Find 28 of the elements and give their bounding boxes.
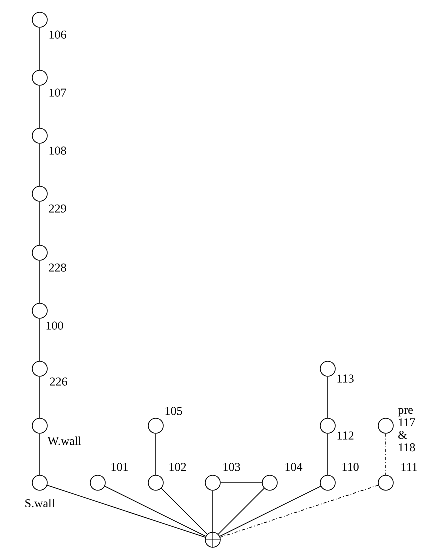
crossed-circle <box>204 532 222 548</box>
connector-line <box>161 488 208 535</box>
node-label: S.wall <box>26 499 55 508</box>
node-label: 105 <box>166 407 182 416</box>
node-label: 103 <box>224 463 240 472</box>
connector-line <box>220 486 322 537</box>
connector-line <box>220 485 379 538</box>
node-label: 100 <box>46 322 64 330</box>
node-label: 107 <box>50 88 66 97</box>
connector-line <box>212 490 214 532</box>
node-label: 228 <box>49 264 66 272</box>
node-label: pre 117 & 118 <box>398 408 416 452</box>
connector-line <box>218 488 265 535</box>
node-label: 113 <box>338 374 354 383</box>
node-label: 101 <box>112 463 128 472</box>
node-label: 111 <box>402 463 418 472</box>
node-label: 106 <box>50 30 66 39</box>
node-label: 104 <box>286 463 303 472</box>
connector-line <box>104 486 206 537</box>
node-label: 226 <box>50 378 68 386</box>
node-label: 229 <box>49 204 66 213</box>
connector-line <box>47 485 206 538</box>
connector-line <box>220 482 262 484</box>
node-label: 110 <box>342 463 359 472</box>
node-label: 102 <box>170 463 186 472</box>
node-label: 112 <box>338 432 354 440</box>
node-label: W.wall <box>48 436 82 446</box>
node-label: 108 <box>50 146 66 155</box>
